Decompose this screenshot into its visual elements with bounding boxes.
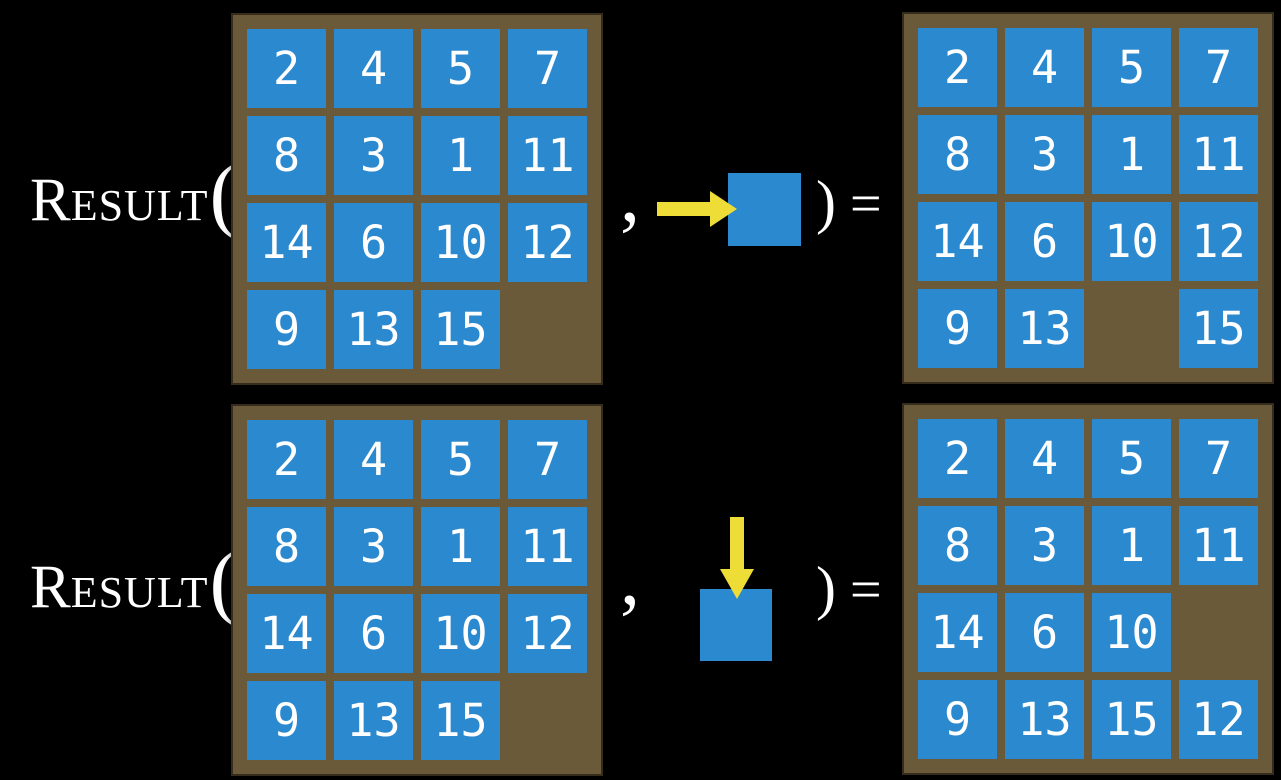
empty-cell: [508, 290, 587, 369]
puzzle-tile: 7: [508, 420, 587, 499]
puzzle-tile: 11: [1179, 115, 1258, 194]
empty-cell: [1179, 593, 1258, 672]
puzzle-tile: 10: [1092, 202, 1171, 281]
puzzle-tile: 14: [247, 203, 326, 282]
puzzle-tile: 13: [1005, 289, 1084, 368]
puzzle-tile: 1: [1092, 506, 1171, 585]
puzzle-tile: 15: [421, 290, 500, 369]
puzzle-tile: 8: [247, 116, 326, 195]
puzzle-tile: 13: [1005, 680, 1084, 759]
puzzle-tile: 12: [1179, 680, 1258, 759]
puzzle-tile: 13: [334, 681, 413, 760]
puzzle-tile: 8: [247, 507, 326, 586]
puzzle-tile: 1: [1092, 115, 1171, 194]
arrow-right-icon: [657, 190, 738, 228]
puzzle-tile: 7: [1179, 419, 1258, 498]
equals-sign: =: [849, 559, 882, 621]
puzzle-tile: 3: [1005, 506, 1084, 585]
close-paren-equals-bottom: ) =: [816, 558, 882, 618]
puzzle-tile: 4: [334, 29, 413, 108]
puzzle-tile: 3: [1005, 115, 1084, 194]
result-label-smallcaps: ESULT: [70, 181, 209, 230]
puzzle-tile: 5: [1092, 28, 1171, 107]
puzzle-tile: 14: [247, 594, 326, 673]
puzzle-tile: 5: [1092, 419, 1171, 498]
comma-separator: ,: [620, 151, 640, 239]
empty-cell: [508, 681, 587, 760]
puzzle-tile: 2: [918, 28, 997, 107]
puzzle-tile: 4: [1005, 28, 1084, 107]
move-tile-square-top: [728, 173, 801, 246]
puzzle-tile: 1: [421, 507, 500, 586]
puzzle-tile: 9: [247, 681, 326, 760]
puzzle-tile: 9: [247, 290, 326, 369]
puzzle-tile: 3: [334, 116, 413, 195]
puzzle-tile: 4: [334, 420, 413, 499]
puzzle-tile: 2: [247, 420, 326, 499]
puzzle-tile: 6: [334, 594, 413, 673]
puzzle-tile: 12: [508, 203, 587, 282]
puzzle-tile: 1: [421, 116, 500, 195]
puzzle-tile: 14: [918, 202, 997, 281]
puzzle-tile: 9: [918, 680, 997, 759]
result-label-initial: R: [30, 554, 71, 621]
puzzle-tile: 4: [1005, 419, 1084, 498]
puzzle-tile: 10: [421, 594, 500, 673]
puzzle-tile: 7: [1179, 28, 1258, 107]
puzzle-tile: 12: [508, 594, 587, 673]
puzzle-tile: 14: [918, 593, 997, 672]
puzzle-tile: 3: [334, 507, 413, 586]
puzzle-tile: 13: [334, 290, 413, 369]
equals-sign: =: [849, 173, 882, 235]
empty-cell: [1092, 289, 1171, 368]
puzzle-tile: 6: [1005, 202, 1084, 281]
puzzle-tile: 12: [1179, 202, 1258, 281]
puzzle-tile: 11: [1179, 506, 1258, 585]
puzzle-tile: 9: [918, 289, 997, 368]
result-label-initial: R: [30, 167, 71, 234]
puzzle-tile: 2: [247, 29, 326, 108]
puzzle-tile: 5: [421, 420, 500, 499]
comma-separator: ,: [620, 534, 640, 622]
move-tile-square-bottom: [700, 589, 772, 661]
close-paren: ): [816, 555, 836, 621]
puzzle-tile: 15: [1092, 680, 1171, 759]
puzzle-tile: 11: [508, 116, 587, 195]
puzzle-tile: 11: [508, 507, 587, 586]
close-paren: ): [816, 169, 836, 235]
close-paren-equals-top: ) =: [816, 172, 882, 232]
puzzle-tile: 2: [918, 419, 997, 498]
puzzle-tile: 8: [918, 115, 997, 194]
puzzle-tile: 5: [421, 29, 500, 108]
puzzle-tile: 6: [1005, 593, 1084, 672]
puzzle-tile: 10: [421, 203, 500, 282]
puzzle-tile: 10: [1092, 593, 1171, 672]
puzzle-tile: 15: [421, 681, 500, 760]
puzzle-tile: 7: [508, 29, 587, 108]
puzzle-tile: 6: [334, 203, 413, 282]
arrow-down-icon: [719, 517, 755, 600]
puzzle-tile: 8: [918, 506, 997, 585]
puzzle-tile: 15: [1179, 289, 1258, 368]
result-label-smallcaps: ESULT: [70, 568, 209, 617]
